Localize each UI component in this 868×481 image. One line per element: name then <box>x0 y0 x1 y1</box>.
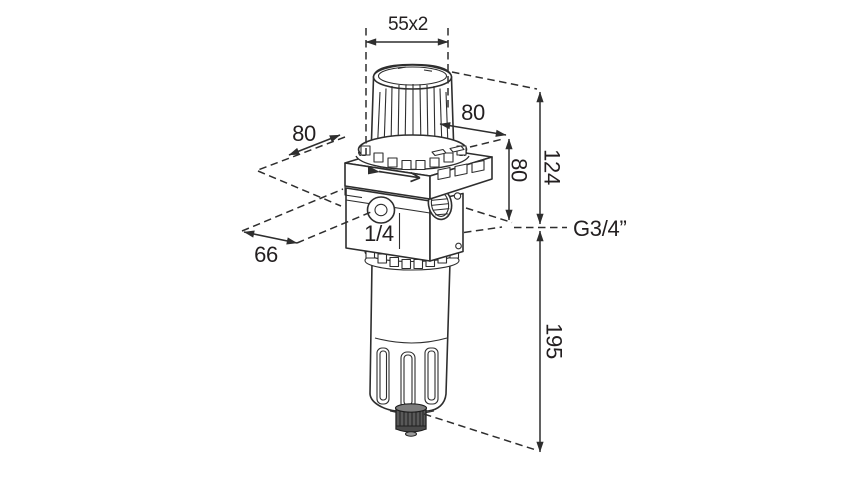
bowl-seam-line <box>374 337 448 344</box>
leader-drain-bottom <box>423 413 537 451</box>
bowl-window <box>424 347 439 405</box>
gauge-port-hole <box>366 196 396 224</box>
drain-valve <box>394 403 428 437</box>
valve-body <box>345 187 464 262</box>
plate-plane-edge <box>257 170 342 207</box>
leader-knob-top <box>451 71 538 90</box>
dim-label-195: 195 <box>542 323 567 359</box>
drain-knob-top <box>394 403 428 413</box>
dim-label-66: 66 <box>254 242 278 267</box>
leader-ring-right <box>469 137 506 148</box>
port-label-g34: G3/4” <box>573 216 627 241</box>
dimension-66 <box>243 230 298 245</box>
dim-label-80-right: 80 <box>461 100 485 125</box>
port-plane-edge <box>296 211 372 244</box>
dim-label-80-vertical: 80 <box>507 158 532 182</box>
dim-label-55x2: 55x2 <box>388 14 428 35</box>
port-plane-edge <box>465 207 513 224</box>
knob-lock-ring <box>355 134 470 171</box>
body-screw-hole <box>453 192 462 200</box>
flow-direction-arrow <box>368 165 421 183</box>
dimension-80-left <box>288 134 341 156</box>
drain-tip <box>405 431 417 437</box>
regulator-knob <box>370 63 455 152</box>
dimension-80-right <box>439 122 507 137</box>
port-plane-edge <box>241 188 344 232</box>
drain-knob-bottom <box>395 425 427 433</box>
filter-bowl <box>369 261 451 415</box>
port-label-quarter: 1/4 <box>364 221 394 246</box>
dimension-labels: 55x2 80 80 80 124 195 66 1/4 G3/4” <box>254 14 627 359</box>
mounting-plate <box>344 145 493 200</box>
dim-label-80-left: 80 <box>292 121 316 146</box>
dim-label-124: 124 <box>540 149 565 185</box>
dimension-lines <box>243 38 544 453</box>
port-plane-edge <box>463 226 503 234</box>
body-screw-hole <box>455 242 462 250</box>
bowl-window <box>376 347 390 405</box>
